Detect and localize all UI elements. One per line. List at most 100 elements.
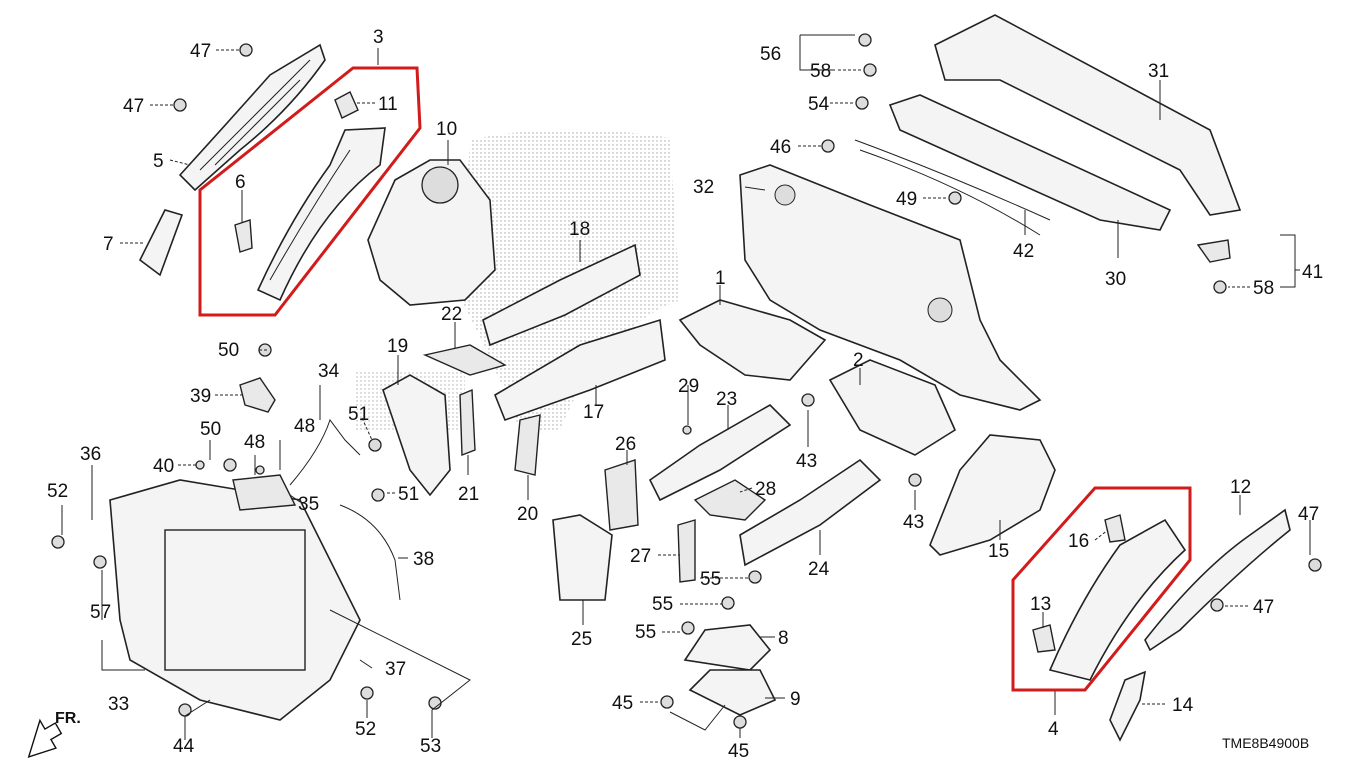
part-27-bracket [677, 519, 696, 583]
label-35: 35 [298, 494, 319, 515]
front-arrow-icon [27, 718, 63, 759]
label-56: 56 [760, 44, 781, 65]
part-7-bracket [138, 209, 184, 277]
part-10-strut-tower [367, 159, 496, 306]
label-13: 13 [1030, 594, 1051, 615]
part-32-dashboard-lower [739, 164, 1042, 411]
label-47: 47 [1253, 597, 1274, 618]
highlight-frame-left [198, 66, 422, 317]
front-indicator-label: FR. [55, 710, 81, 727]
diagram-code: TME8B4900B [1222, 735, 1309, 751]
part-28-bracket [693, 479, 767, 521]
label-27: 27 [630, 546, 651, 567]
label-54: 54 [808, 94, 830, 115]
label-24: 24 [808, 559, 830, 580]
part-2-frame-rear [828, 359, 957, 456]
part-23-frame [648, 404, 792, 502]
label-33: 33 [108, 694, 129, 715]
part-34-stay [289, 418, 361, 486]
label-31: 31 [1148, 61, 1169, 82]
label-47: 47 [1298, 504, 1319, 525]
part-18-frame [482, 243, 641, 347]
label-47: 47 [190, 41, 211, 62]
label-23: 23 [716, 389, 737, 410]
part-39-bracket [239, 377, 276, 413]
label-48: 48 [294, 416, 315, 437]
label-9: 9 [790, 689, 801, 710]
label-10: 10 [436, 119, 457, 140]
part-4-wheelhouse-right [1048, 518, 1187, 681]
callout-labels: 3 47 47 11 5 6 7 10 18 22 50 19 34 39 17… [47, 27, 1323, 762]
label-43: 43 [903, 512, 924, 533]
part-6-clip [234, 219, 253, 253]
label-44: 44 [173, 736, 195, 757]
label-32: 32 [693, 177, 714, 198]
label-52: 52 [355, 719, 376, 740]
label-26: 26 [615, 434, 636, 455]
part-12-apron-upper-right [1144, 508, 1291, 652]
part-26-bracket [604, 459, 639, 531]
label-8: 8 [778, 628, 789, 649]
part-13-clip [1032, 624, 1056, 653]
label-28: 28 [755, 479, 776, 500]
part-24-frame [739, 458, 882, 567]
label-38: 38 [413, 549, 434, 570]
label-16: 16 [1068, 531, 1089, 552]
part-15-wheelarch-rear [929, 434, 1056, 556]
label-40: 40 [153, 456, 174, 477]
label-25: 25 [571, 629, 592, 650]
label-49: 49 [896, 189, 917, 210]
label-22: 22 [441, 304, 462, 325]
label-46: 46 [770, 137, 791, 158]
label-41: 41 [1302, 262, 1323, 283]
label-55: 55 [635, 622, 656, 643]
label-30: 30 [1105, 269, 1126, 290]
part-42-harness [854, 139, 1051, 236]
label-3: 3 [373, 27, 384, 48]
label-34: 34 [318, 361, 340, 382]
part-11-clip [334, 91, 359, 119]
part-30-cowl-lower [888, 94, 1172, 231]
label-29: 29 [678, 376, 699, 397]
part-38-stay [339, 504, 401, 601]
label-19: 19 [387, 336, 408, 357]
label-47: 47 [123, 96, 144, 117]
label-55: 55 [652, 594, 673, 615]
label-21: 21 [458, 484, 479, 505]
label-58: 58 [810, 61, 831, 82]
label-7: 7 [103, 234, 114, 255]
label-57: 57 [90, 602, 111, 623]
part-25-bracket [552, 514, 613, 601]
part-41-bracket [1196, 239, 1231, 263]
part-16-clip [1104, 514, 1126, 543]
part-9-bracket [688, 669, 777, 716]
label-18: 18 [569, 219, 590, 240]
part-3-wheelhouse-left [256, 127, 386, 302]
label-53: 53 [420, 736, 441, 757]
part-21-bracket [459, 388, 476, 457]
leader-lines [61, 34, 1311, 740]
label-58: 58 [1253, 278, 1274, 299]
part-5-apron-upper-left [178, 43, 326, 192]
label-17: 17 [583, 402, 604, 423]
label-51: 51 [348, 404, 369, 425]
label-2: 2 [853, 350, 864, 371]
label-20: 20 [517, 504, 538, 525]
label-5: 5 [153, 151, 164, 172]
label-37: 37 [385, 659, 406, 680]
part-14-bracket [1109, 670, 1147, 742]
part-20-bracket [514, 414, 541, 476]
label-15: 15 [988, 541, 1009, 562]
part-35-bracket [232, 474, 297, 511]
label-42: 42 [1013, 241, 1034, 262]
part-22-bracket [422, 344, 507, 376]
label-11: 11 [378, 94, 398, 115]
label-48: 48 [244, 432, 265, 453]
label-36: 36 [80, 444, 101, 465]
label-50: 50 [218, 340, 239, 361]
label-1: 1 [715, 268, 726, 289]
bolts [51, 33, 1322, 729]
label-39: 39 [190, 386, 211, 407]
label-14: 14 [1172, 695, 1194, 716]
